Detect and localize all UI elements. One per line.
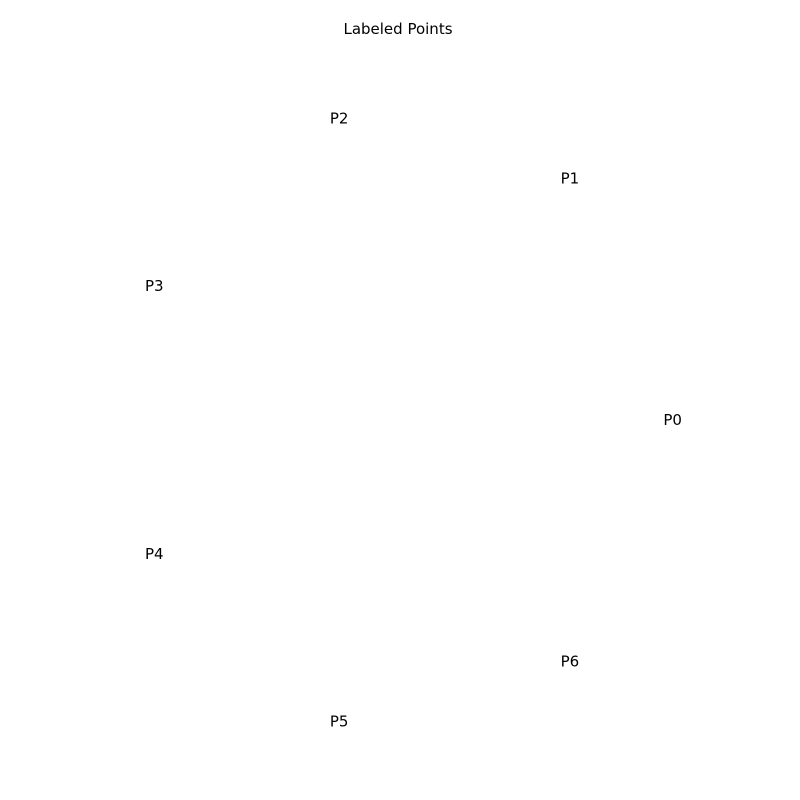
point-label-p6: P6 [561,653,580,671]
point-label-p4: P4 [145,545,164,563]
chart-title: Labeled Points [343,20,452,38]
point-label-p3: P3 [145,277,164,295]
point-label-p2: P2 [330,110,349,128]
point-label-p1: P1 [561,169,580,187]
point-label-p5: P5 [330,712,349,730]
point-label-p0: P0 [663,411,682,429]
